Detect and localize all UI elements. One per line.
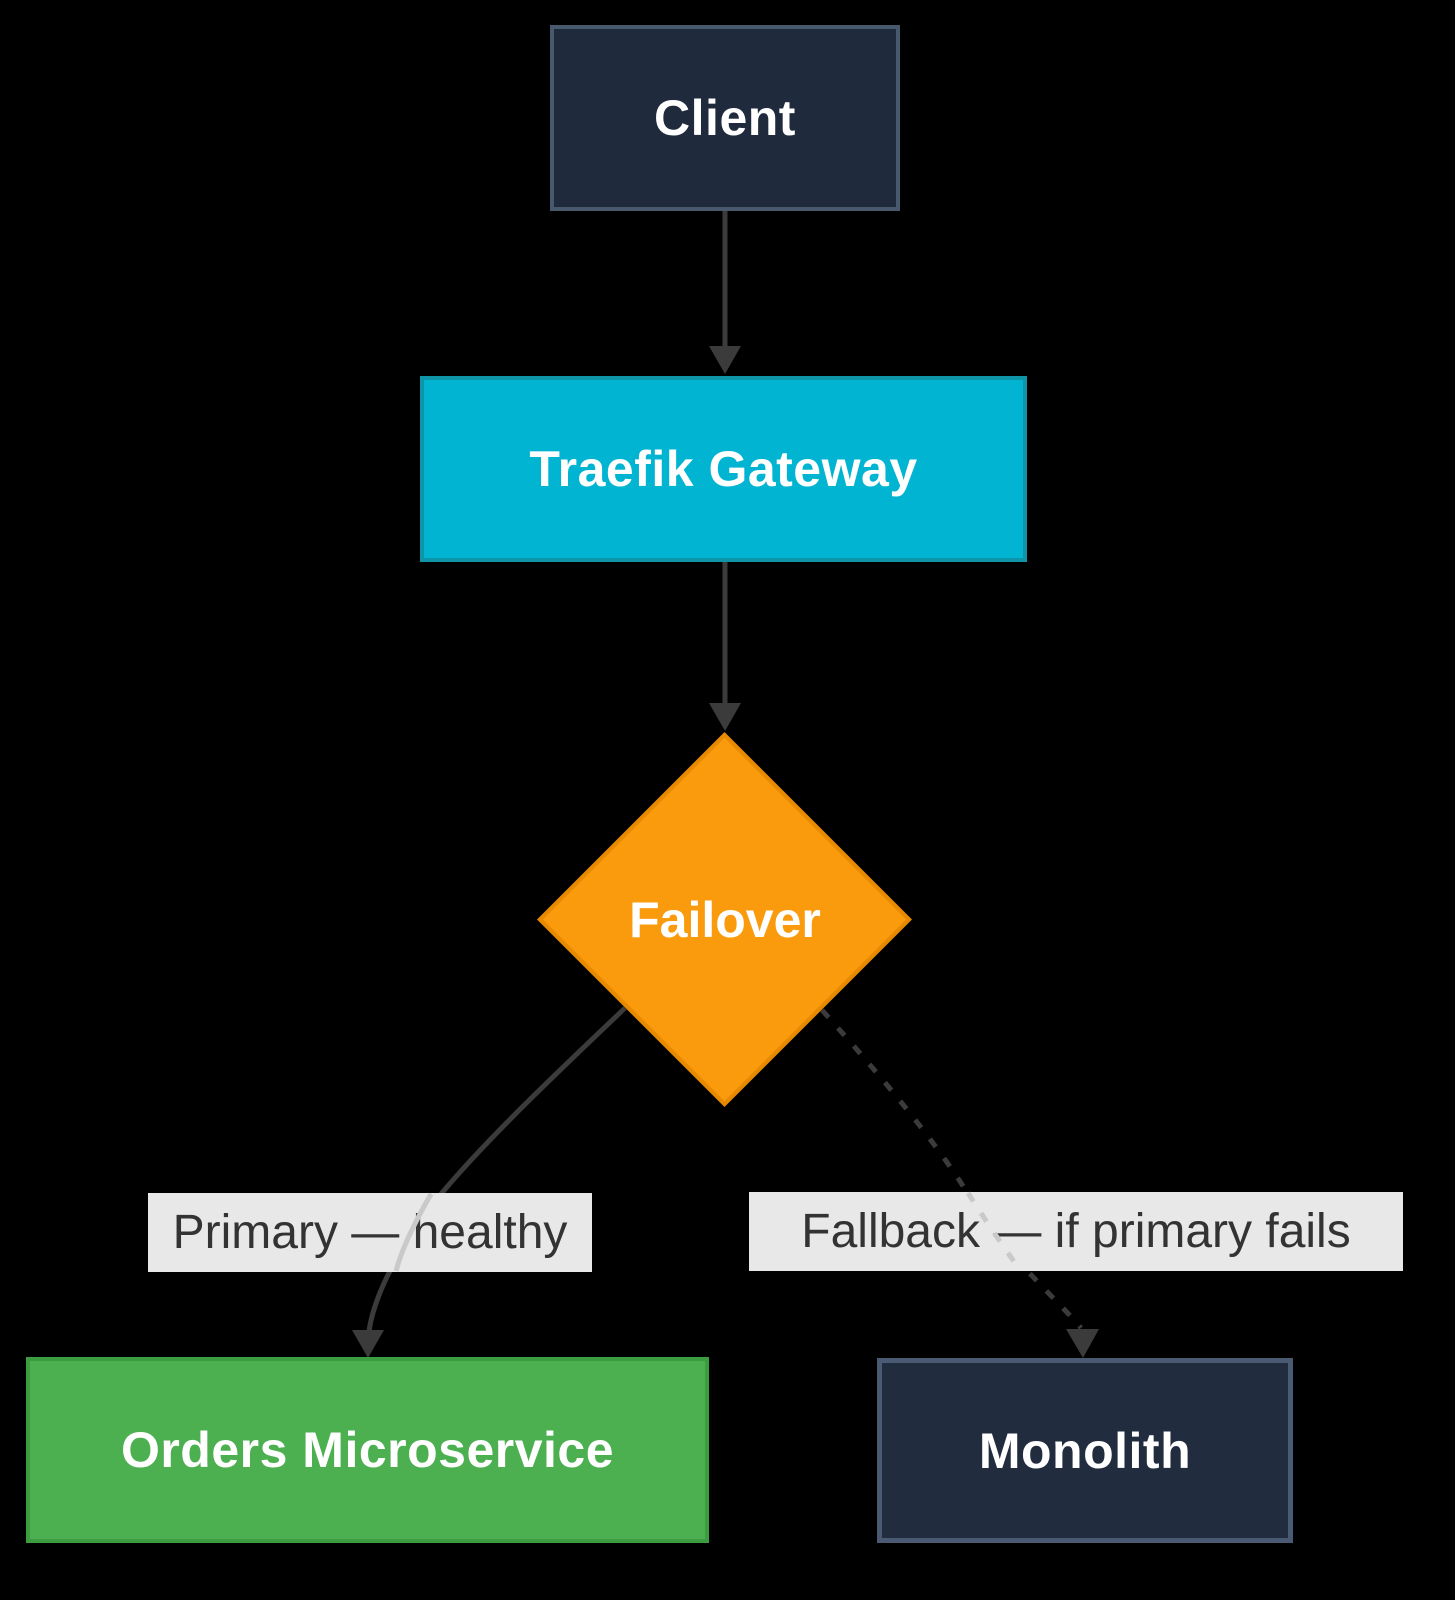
node-client-label: Client: [654, 90, 796, 146]
arrowhead-down-icon: [352, 1330, 384, 1358]
node-monolith: Monolith: [877, 1358, 1293, 1543]
node-monolith-label: Monolith: [978, 1422, 1192, 1479]
edge-label-primary-healthy: Primary — healthy: [148, 1193, 592, 1272]
edge-label-fallback-if-primary-fails: Fallback — if primary fails: [749, 1192, 1403, 1271]
edge-gateway-to-failover: [709, 562, 741, 731]
arrowhead-down-icon: [1066, 1329, 1099, 1358]
node-failover: Failover: [538, 732, 912, 1108]
node-orders-microservice-label: Orders Microservice: [120, 1422, 615, 1478]
node-traefik-gateway: Traefik Gateway: [420, 376, 1027, 562]
edge-failover-to-orders: [352, 1006, 627, 1358]
edge-client-to-gateway: [709, 211, 741, 374]
arrowhead-down-icon: [709, 346, 741, 374]
node-failover-label: Failover: [629, 892, 821, 948]
node-client: Client: [550, 25, 900, 211]
arrowhead-down-icon: [709, 703, 741, 731]
node-traefik-gateway-label: Traefik Gateway: [529, 441, 918, 497]
node-orders-microservice: Orders Microservice: [26, 1357, 709, 1543]
